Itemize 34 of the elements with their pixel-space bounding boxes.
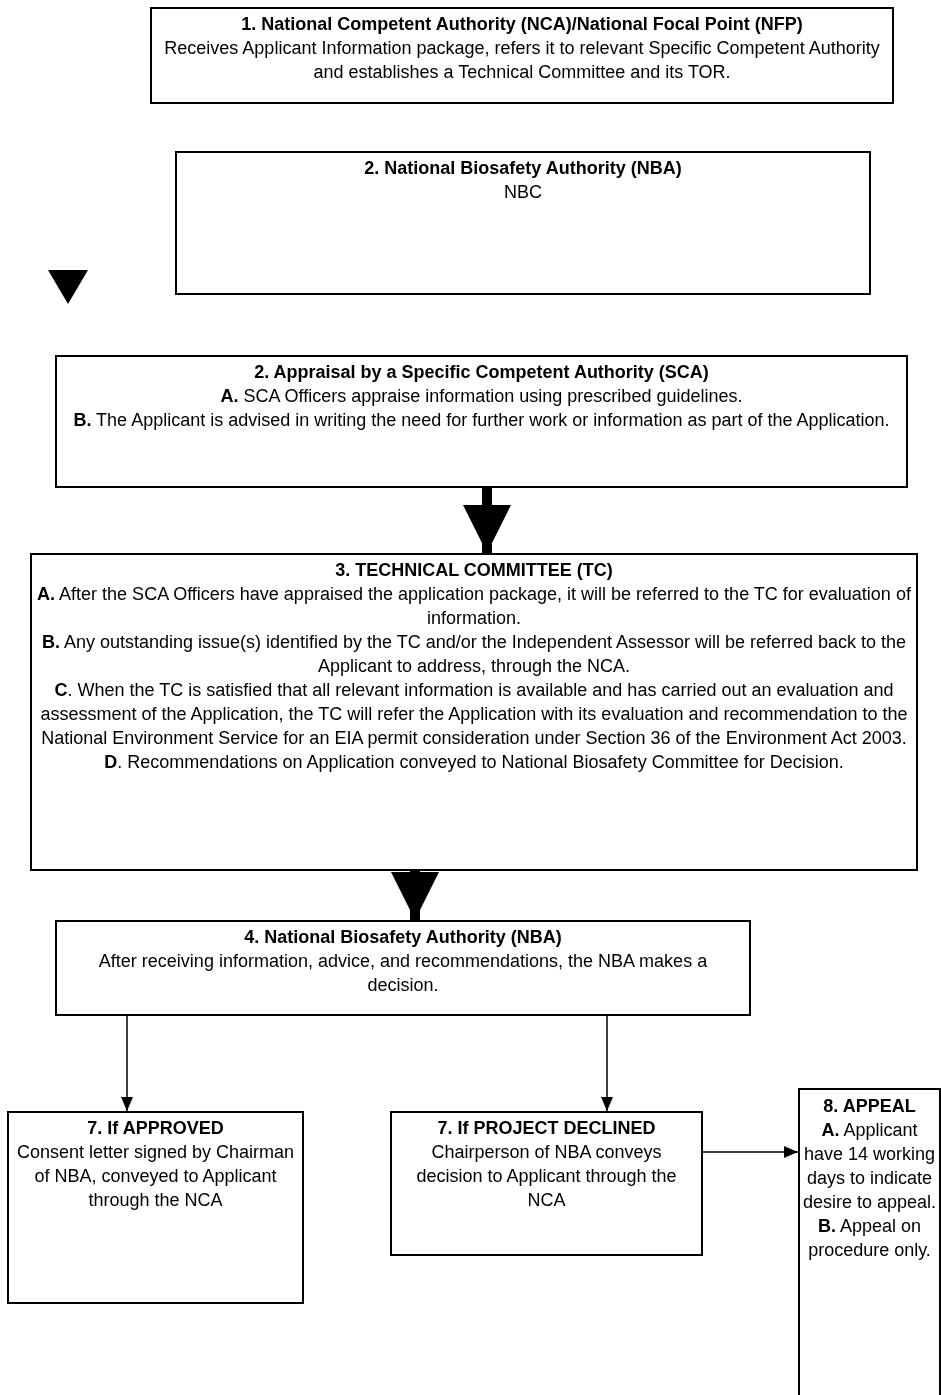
arrow: [391, 871, 439, 920]
outcome-box: [7, 1111, 304, 1304]
box-heading: 2. Appraisal by a Specific Competent Authority (SCA): [253, 361, 710, 384]
box-text: After receiving information, advice, and recommendations, the NBA makes a decision.: [97, 950, 709, 997]
box-text: NBC: [503, 181, 543, 204]
box-text: D. Recommendations on Application conveyed to National Biosafety Committee for Decision.: [103, 751, 845, 774]
box-text: Chairperson of NBA conveys decision to Applicant through the NCA: [415, 1141, 678, 1212]
arrow: [121, 1015, 133, 1112]
box-heading: 4. National Biosafety Authority (NBA): [243, 926, 563, 949]
box-heading: 2. National Biosafety Authority (NBA): [363, 157, 683, 180]
box-text: B. Appeal on procedure only.: [807, 1215, 932, 1262]
authority-box: [175, 151, 871, 295]
box-heading: 7. If PROJECT DECLINED: [436, 1117, 657, 1140]
arrow: [463, 488, 511, 553]
box-heading: 1. National Competent Authority (NCA)/National Focal Point (NFP): [240, 13, 804, 36]
box-text: C. When the TC is satisfied that all relevant information is available and has carried out an evaluation and assessment of the Application, the TC will refer the Application with its evaluation and recommendation to the National Environment Service for an EIA permit consideration under Section 36 of the Environment Act 2003.: [39, 679, 909, 750]
decision-box: [55, 920, 751, 1016]
box-text: A. SCA Officers appraise information using prescribed guidelines.: [219, 385, 744, 408]
box-heading: 8. APPEAL: [822, 1095, 917, 1118]
arrow: [601, 1015, 613, 1112]
process-box: [150, 7, 894, 104]
box-text: Consent letter signed by Chairman of NBA, conveyed to Applicant through the NCA: [15, 1141, 296, 1212]
box-text: A. After the SCA Officers have appraised the application package, it will be referred to the TC for evaluation of information.: [36, 583, 912, 630]
box-text: B. Any outstanding issue(s) identified by the TC and/or the Independent Assessor will be referred back to the Applicant to address, through the NCA.: [40, 631, 908, 678]
box-heading: 3. TECHNICAL COMMITTEE (TC): [334, 559, 614, 582]
process-box: [55, 355, 908, 488]
outcome-box: [390, 1111, 703, 1256]
box-text: A. Applicant have 14 working days to indicate desire to appeal.: [801, 1119, 938, 1214]
box-heading: 7. If APPROVED: [86, 1117, 225, 1140]
appeal-box: [798, 1088, 941, 1395]
arrow: [702, 1146, 799, 1158]
box-text: B. The Applicant is advised in writing the need for further work or information as part of the Application.: [72, 409, 891, 432]
box-text: Receives Applicant Information package, refers it to relevant Specific Competent Authority and establishes a Technical Committee and its TOR.: [163, 37, 881, 84]
process-box: [30, 553, 918, 871]
